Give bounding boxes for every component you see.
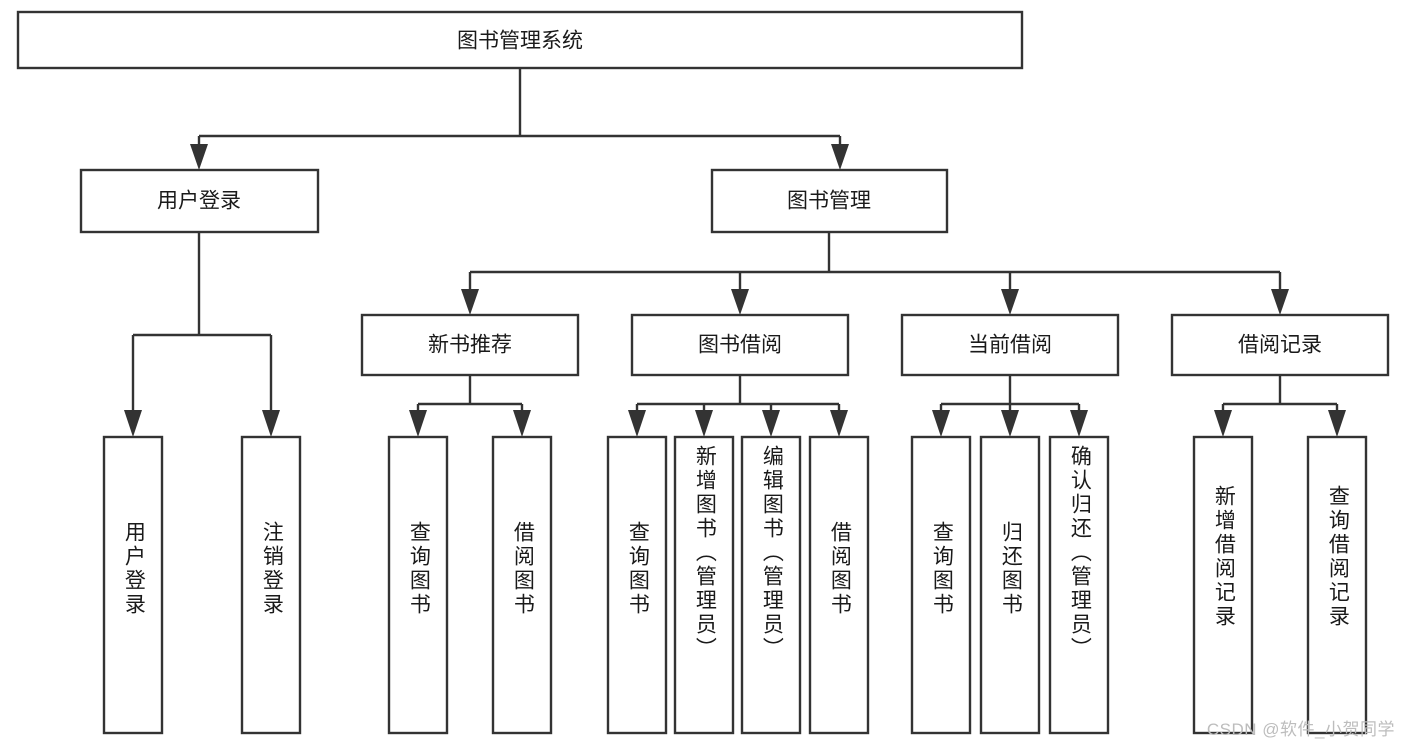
connector-borrow-record-to-leaves [1214,375,1346,437]
connector-root-to-level2 [190,68,849,170]
node-new-book-recommend[interactable]: 新书推荐 [360,313,580,377]
node-borrow-record-label: 借阅记录 [1238,334,1322,357]
connector-user-login-to-leaves [124,232,280,437]
connector-book-borrow-to-leaves [628,375,848,437]
arrow-head-icon [124,410,142,437]
node-user-login-label: 用户登录 [157,190,241,213]
node-book-borrow-label: 图书借阅 [698,334,782,357]
arrow-head-icon [409,410,427,437]
node-book-management[interactable]: 图书管理 [710,168,949,234]
connector-book-management-to-level3 [461,232,1289,315]
node-current-borrow-label: 当前借阅 [968,334,1052,357]
arrow-head-icon [1070,410,1088,437]
watermark-text: CSDN @软件_小贺同学 [1206,720,1395,739]
arrow-head-icon [1001,410,1019,437]
arrow-head-icon [190,144,208,170]
node-new-book-recommend-box [360,313,580,377]
arrow-head-icon [831,144,849,170]
leaf-box-book-borrow-0[interactable] [606,435,668,735]
arrow-head-icon [932,410,950,437]
arrow-head-icon [513,410,531,437]
arrow-head-icon [461,289,479,315]
node-current-borrow-box [900,313,1120,377]
node-user-login[interactable]: 用户登录 [79,168,320,234]
node-borrow-record[interactable]: 借阅记录 [1170,313,1390,377]
node-root-label: 图书管理系统 [457,30,583,53]
leaf-box-current-borrow-2[interactable] [1048,435,1110,735]
leaf-box-book-borrow-3[interactable] [808,435,870,735]
leaf-box-borrow-record-1[interactable] [1306,435,1368,735]
leaf-box-current-borrow-1[interactable] [979,435,1041,735]
leaf-box-book-borrow-2[interactable] [740,435,802,735]
leaf-box-current-borrow-0[interactable] [910,435,972,735]
node-book-borrow[interactable]: 图书借阅 [630,313,850,377]
node-user-login-box [79,168,320,234]
arrow-head-icon [695,410,713,437]
leaf-box-new-book-recommend-1[interactable] [491,435,553,735]
connector-new-book-recommend-to-leaves [409,375,531,437]
leaf-box-user-login-1[interactable] [240,435,302,735]
arrow-head-icon [1001,289,1019,315]
leaf-box-book-borrow-1[interactable] [673,435,735,735]
leaf-box-user-login-0[interactable] [102,435,164,735]
arrow-head-icon [1214,410,1232,437]
node-book-management-label: 图书管理 [787,190,871,213]
arrow-head-icon [762,410,780,437]
node-root[interactable]: 图书管理系统 [16,10,1024,70]
connector-current-borrow-to-leaves [932,375,1088,437]
leaf-box-new-book-recommend-0[interactable] [387,435,449,735]
node-new-book-recommend-label: 新书推荐 [428,334,512,357]
node-current-borrow[interactable]: 当前借阅 [900,313,1120,377]
arrow-head-icon [1328,410,1346,437]
arrow-head-icon [731,289,749,315]
leaf-box-borrow-record-0[interactable] [1192,435,1254,735]
arrow-head-icon [830,410,848,437]
arrow-head-icon [262,410,280,437]
node-root-box [16,10,1024,70]
arrow-head-icon [1271,289,1289,315]
arrow-head-icon [628,410,646,437]
